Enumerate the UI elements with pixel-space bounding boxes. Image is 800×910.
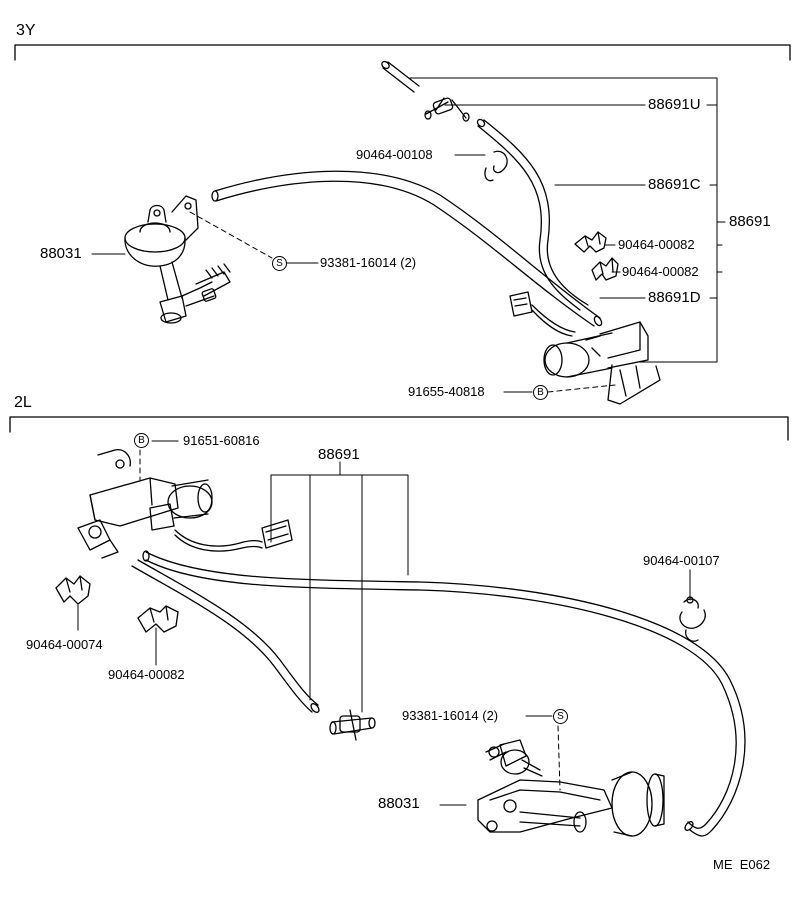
hose-88691u-short	[381, 60, 420, 93]
egr-valve-bottom	[477, 739, 665, 837]
clip-90464-00082-b	[591, 257, 619, 281]
hose-88691d	[211, 170, 603, 327]
section-label-2l: 2L	[14, 394, 32, 411]
leader-lines-top	[91, 77, 726, 393]
part-label-90464-00082-c: 90464-00082	[108, 667, 185, 682]
part-label-91651-60816: 91651-60816	[183, 433, 260, 448]
part-label-93381-16014-top: 93381-16014 (2)	[320, 255, 417, 270]
part-label-88691-bottom: 88691	[318, 446, 360, 463]
marker-b-top: B	[533, 385, 548, 400]
part-label-91655-40818: 91655-40818	[408, 384, 485, 399]
part-label-90464-00108: 90464-00108	[356, 147, 433, 162]
part-label-88691d: 88691D	[648, 289, 701, 306]
part-label-88691u: 88691U	[648, 96, 701, 113]
section-bracket-3y	[14, 44, 791, 61]
clip-90464-00082-c	[137, 605, 179, 633]
marker-s-top: S	[272, 256, 287, 271]
clip-90464-00108	[484, 150, 508, 182]
section-bracket-2l	[9, 416, 789, 441]
vsv-valve-top	[509, 291, 661, 405]
clip-90464-00107	[679, 596, 706, 642]
hose-bottom-branch	[131, 559, 320, 713]
tee-joint-top	[424, 97, 470, 122]
hose-bottom-long	[142, 550, 746, 837]
tee-joint-bottom	[329, 709, 376, 741]
part-label-90464-00082-a: 90464-00082	[618, 237, 695, 252]
section-label-3y: 3Y	[16, 22, 36, 39]
hose-88691c	[476, 118, 589, 311]
part-label-90464-00107: 90464-00107	[643, 553, 720, 568]
clip-90464-00074	[55, 575, 91, 605]
part-label-88691-top: 88691	[729, 213, 771, 230]
dashed-leaders-bottom	[139, 449, 561, 791]
part-label-88031-top: 88031	[40, 245, 82, 262]
dashed-leaders-top	[189, 211, 616, 393]
part-label-90464-00082-b: 90464-00082	[622, 264, 699, 279]
part-label-88031-bottom: 88031	[378, 795, 420, 812]
clip-90464-00082-a	[574, 231, 607, 253]
vsv-valve-bottom	[77, 449, 293, 559]
part-label-90464-00074: 90464-00074	[26, 637, 103, 652]
egr-valve-top	[124, 195, 231, 324]
part-label-93381-16014-bottom: 93381-16014 (2)	[402, 708, 499, 723]
marker-s-bottom: S	[553, 709, 568, 724]
diagram-code: ME E062	[713, 857, 771, 872]
part-label-88691c: 88691C	[648, 176, 701, 193]
marker-b-bottom: B	[134, 433, 149, 448]
